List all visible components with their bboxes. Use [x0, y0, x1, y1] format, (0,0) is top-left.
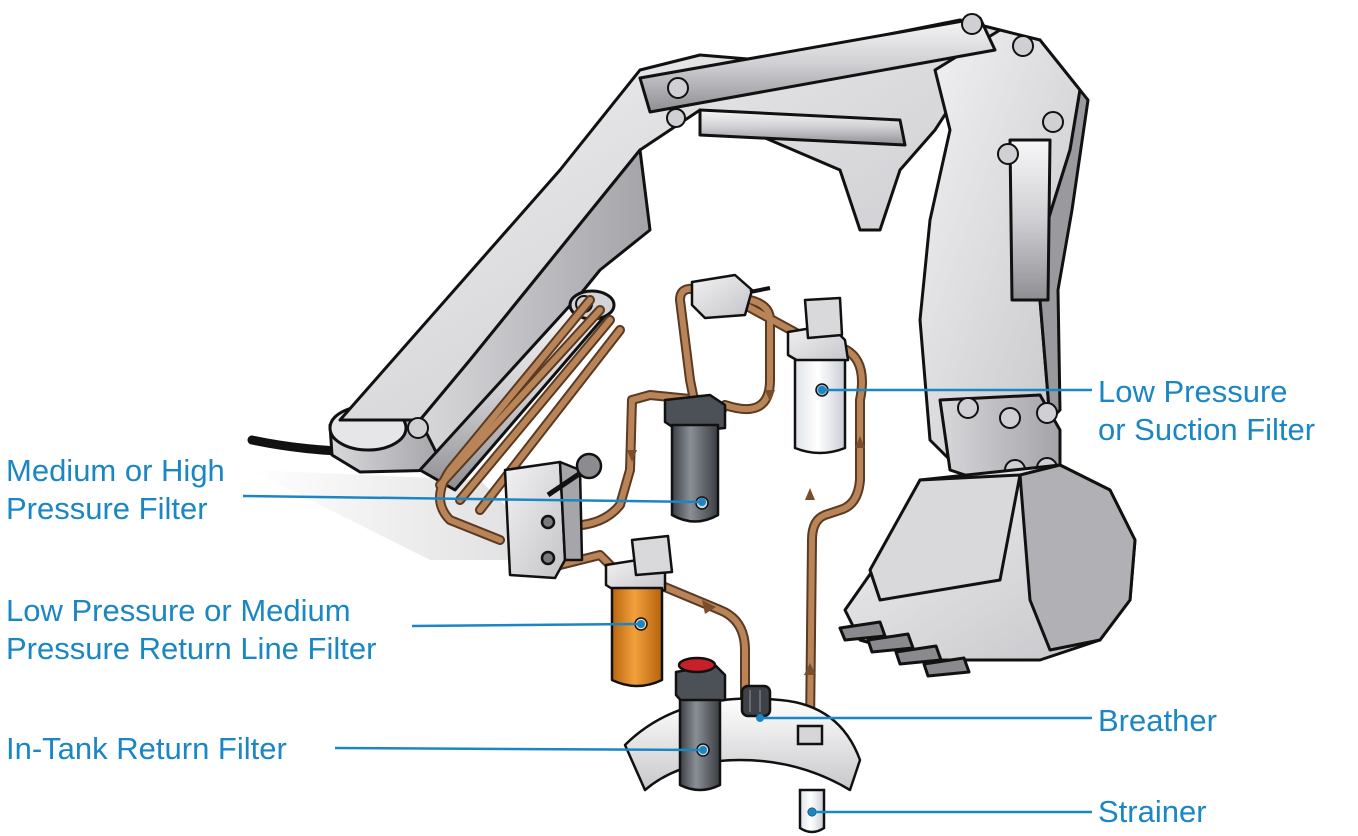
leader-in-tank: [334, 746, 704, 752]
label-strainer: Strainer: [1098, 793, 1207, 831]
label-line: Pressure Filter: [6, 491, 208, 526]
label-line: In-Tank Return Filter: [6, 731, 287, 766]
label-line: Low Pressure: [1098, 374, 1288, 409]
label-line: Low Pressure or Medium: [6, 593, 351, 628]
excavator-bucket: [838, 463, 1137, 678]
in-tank-return-filter: [674, 656, 727, 792]
label-line: Medium or High: [6, 453, 225, 488]
top-valve: [690, 273, 771, 320]
leader-low-return: [411, 622, 642, 628]
label-line: Breather: [1098, 703, 1217, 738]
control-valve: [503, 452, 603, 580]
low-pressure-suction-filter: [786, 296, 850, 455]
label-line: Strainer: [1098, 794, 1207, 829]
breather: [740, 684, 772, 718]
label-line: Pressure Return Line Filter: [6, 631, 377, 666]
return-line-filter: [604, 534, 674, 688]
leader-lines: [242, 388, 1092, 814]
label-in-tank-return-filter: In-Tank Return Filter: [6, 730, 287, 768]
label-breather: Breather: [1098, 702, 1217, 740]
medium-high-pressure-filter: [663, 393, 727, 523]
label-return-line-filter: Low Pressure or Medium Pressure Return L…: [6, 592, 376, 668]
leader-dots: [637, 386, 826, 816]
label-line: or Suction Filter: [1098, 412, 1316, 447]
label-medium-high-pressure-filter: Medium or High Pressure Filter: [6, 452, 225, 528]
strainer: [796, 724, 826, 834]
leader-medium-high: [242, 494, 703, 504]
label-low-pressure-suction-filter: Low Pressure or Suction Filter: [1098, 373, 1315, 449]
